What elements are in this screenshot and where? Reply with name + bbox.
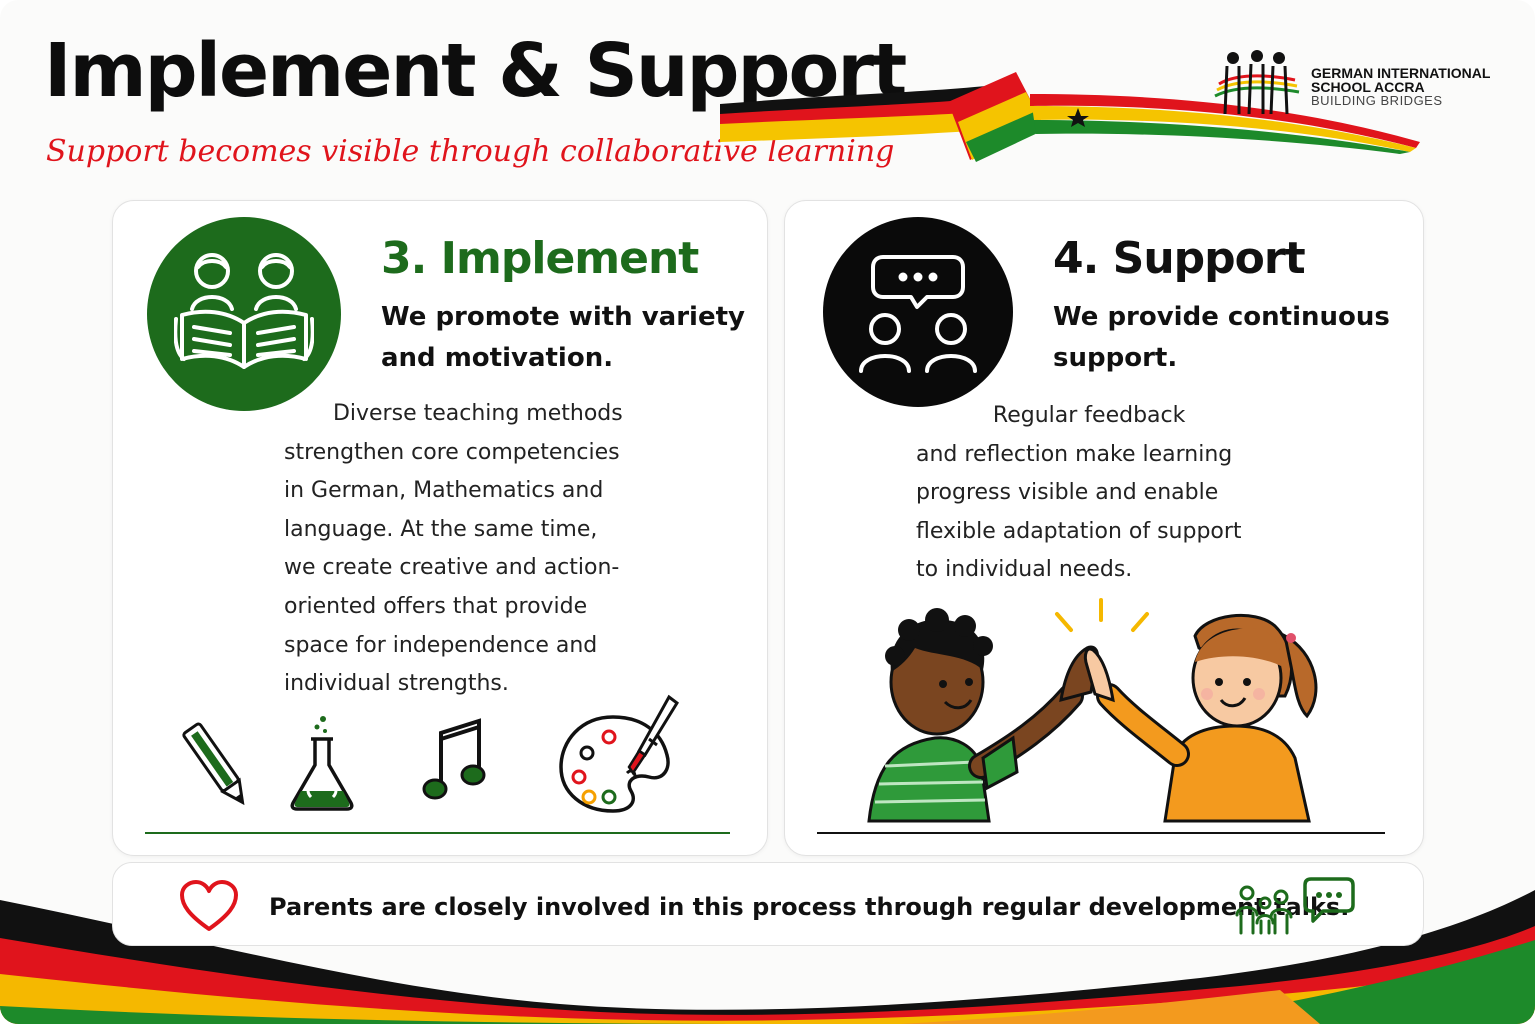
implement-card: 3. Implement We promote with variety and…: [112, 200, 768, 856]
implement-body: Diverse teaching methods strengthen core…: [284, 401, 623, 697]
heart-icon: [180, 880, 238, 931]
flag-swoosh-decoration: [0, 890, 1535, 1024]
family-icon: [1235, 885, 1293, 935]
page-title: Implement & Support: [44, 28, 907, 114]
chat-icon: [1303, 877, 1355, 923]
parents-info-text: Parents are closely involved in this pro…: [269, 893, 1350, 921]
support-card: 4. Support We provide continuous support…: [784, 200, 1424, 856]
logo-line-1: GERMAN INTERNATIONAL: [1311, 65, 1491, 81]
support-body: Regular feedback and reflection make lea…: [916, 403, 1242, 583]
logo-line-3: BUILDING BRIDGES: [1311, 93, 1443, 108]
music-note-icon: [422, 718, 486, 800]
paint-palette-icon: [559, 694, 679, 813]
high-five-illustration: [867, 598, 1318, 823]
support-divider: [817, 832, 1385, 834]
speech-bubble-people-icon: [823, 217, 1013, 407]
school-logo: GERMAN INTERNATIONAL SCHOOL ACCRA BUILDI…: [1205, 44, 1525, 124]
logo-figures-icon: [1214, 50, 1300, 115]
implement-divider: [145, 832, 730, 834]
implement-title: 3. Implement: [381, 233, 699, 284]
support-subtitle: We provide continuous support.: [1053, 302, 1390, 373]
logo-line-2: SCHOOL ACCRA: [1311, 79, 1425, 95]
implement-subtitle: We promote with variety and motivation.: [381, 302, 745, 373]
pencil-icon: [182, 722, 245, 806]
readers-book-icon: [147, 217, 341, 411]
parents-info-bar: Parents are closely involved in this pro…: [112, 862, 1424, 946]
flask-icon: [290, 716, 354, 811]
support-title: 4. Support: [1053, 233, 1306, 284]
